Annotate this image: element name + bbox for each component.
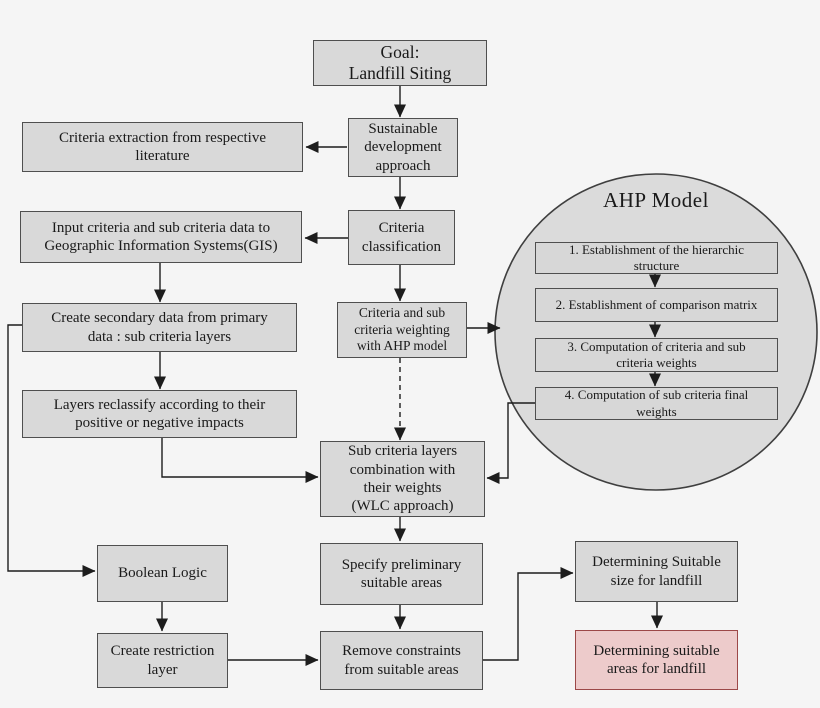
arrow-remove-to-size (483, 567, 574, 661)
node-determine-suitable-areas: Determining suitable areas for landfill (575, 630, 738, 690)
node-remove-constraints: Remove constraints from suitable areas (320, 631, 483, 690)
node-criteria-weighting: Criteria and sub criteria weighting with… (337, 302, 467, 358)
node-determine-suitable-size: Determining Suitable size for landfill (575, 541, 738, 602)
node-boolean-logic: Boolean Logic (97, 545, 228, 602)
node-create-restriction-layer: Create restriction layer (97, 633, 228, 688)
ahp-model-ellipse (494, 173, 818, 491)
ahp-model-title: AHP Model (603, 187, 709, 212)
node-wlc-combination: Sub criteria layers combination with the… (320, 441, 485, 517)
node-ahp-step-1: 1. Establishment of the hierarchic struc… (535, 242, 778, 274)
arrow-reclassify-to-wlc (161, 438, 319, 483)
node-input-gis: Input criteria and sub criteria data to … (20, 211, 302, 263)
arrow-step4-to-wlc (486, 402, 535, 484)
node-create-secondary-data: Create secondary data from primary data … (22, 303, 297, 352)
node-layers-reclassify: Layers reclassify according to their pos… (22, 390, 297, 438)
node-sustainable-development: Sustainable development approach (348, 118, 458, 177)
node-criteria-classification: Criteria classification (348, 210, 455, 265)
node-goal: Goal: Landfill Siting (313, 40, 487, 86)
node-ahp-step-2: 2. Establishment of comparison matrix (535, 288, 778, 322)
node-ahp-step-4: 4. Computation of sub criteria final wei… (535, 387, 778, 420)
node-criteria-extraction: Criteria extraction from respective lite… (22, 122, 303, 172)
node-specify-preliminary-areas: Specify preliminary suitable areas (320, 543, 483, 605)
arrow-secondary-to-boolean (7, 324, 96, 577)
node-ahp-step-3: 3. Computation of criteria and sub crite… (535, 338, 778, 372)
